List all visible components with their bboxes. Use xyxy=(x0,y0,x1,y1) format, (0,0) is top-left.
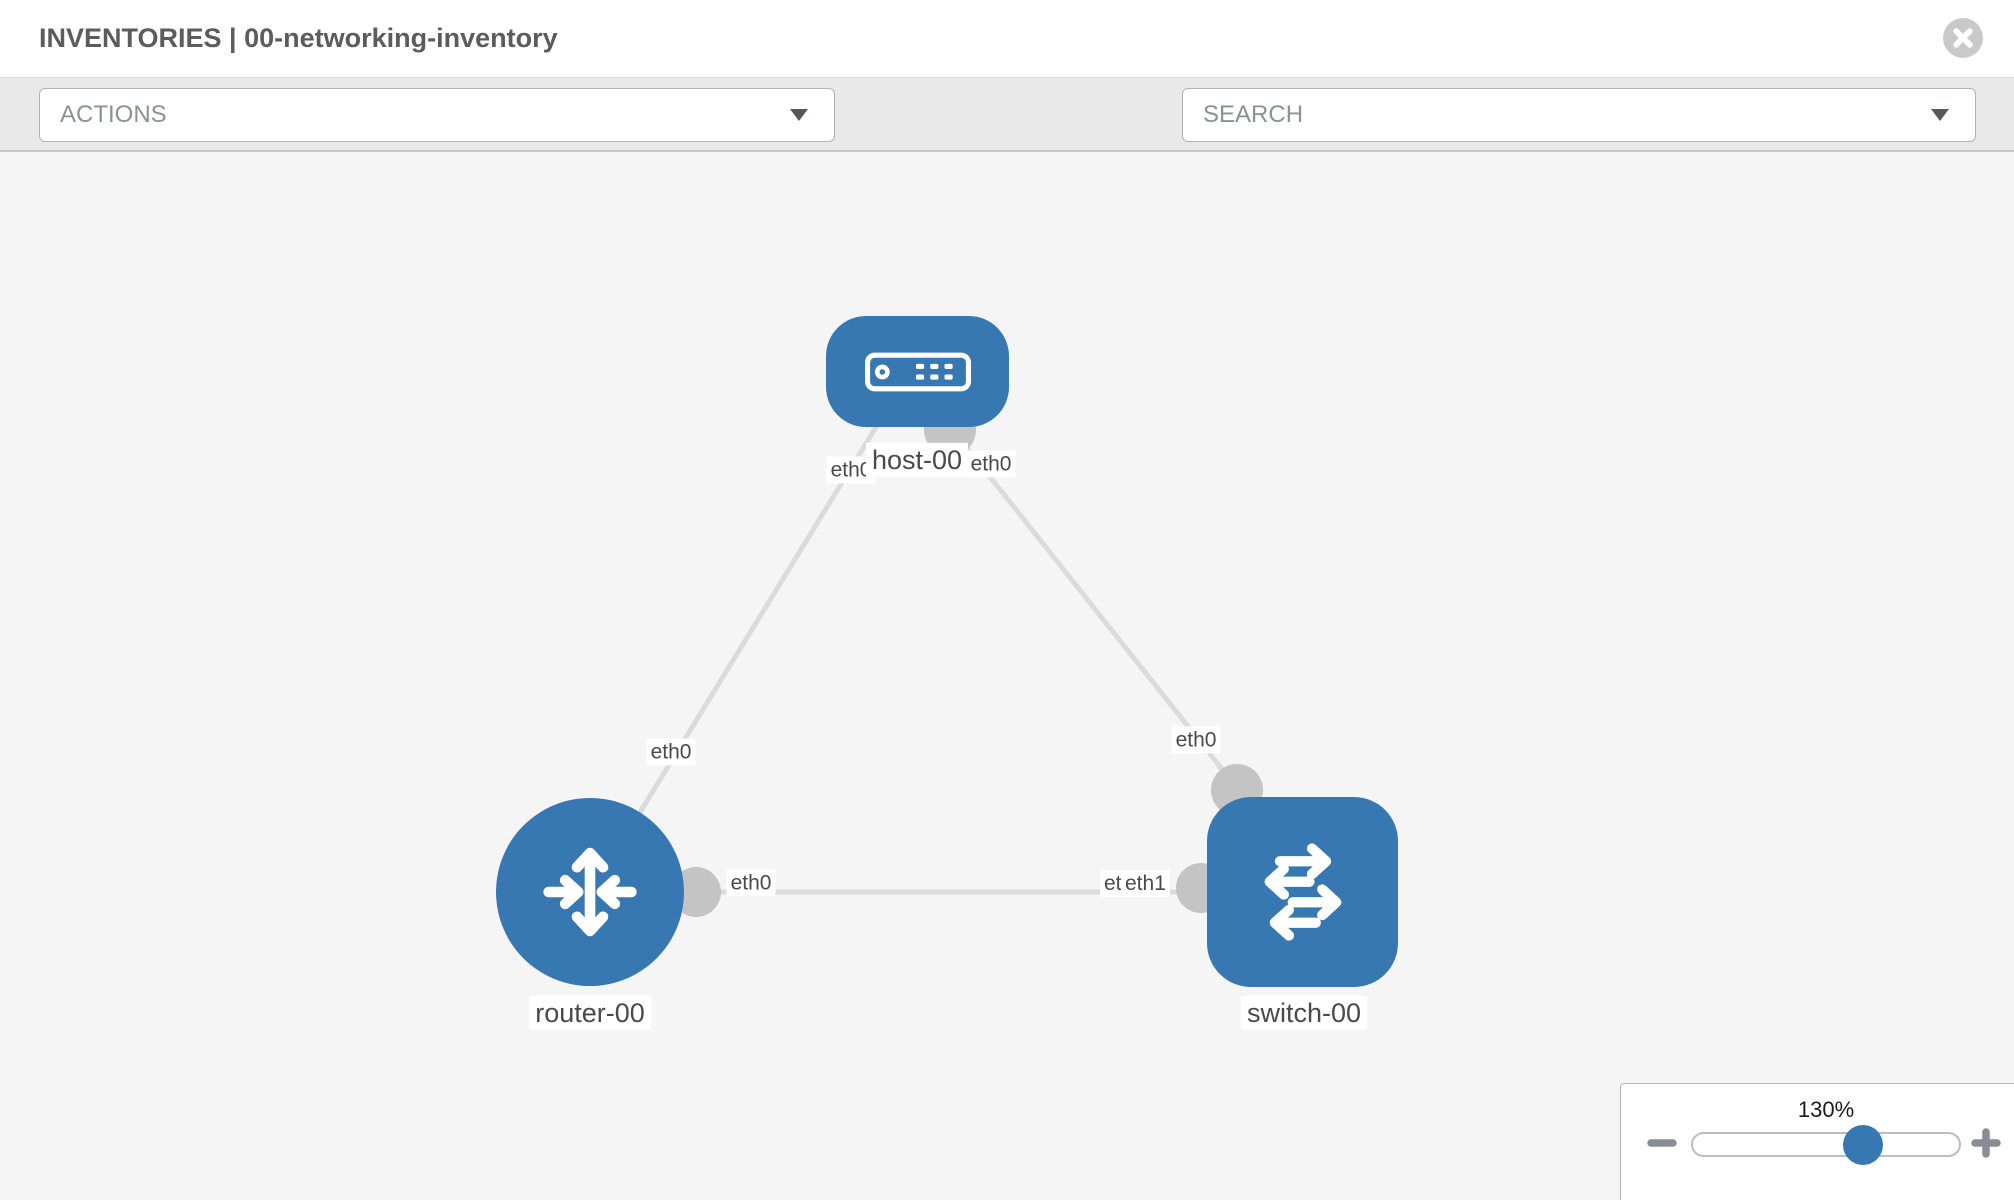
node-label-router-00: router-00 xyxy=(529,995,651,1031)
interface-connector-router-right xyxy=(671,867,721,917)
close-button[interactable] xyxy=(1942,17,1984,59)
router-arrows-icon xyxy=(543,847,637,937)
chevron-down-icon xyxy=(790,109,808,121)
page-title: INVENTORIES | 00-networking-inventory xyxy=(39,23,558,53)
zoom-out-button[interactable] xyxy=(1645,1127,1679,1161)
link-router-host xyxy=(609,412,887,860)
topology-canvas[interactable]: eth0 eth0 eth0 eth0 eth0 eth0 eth1 host-… xyxy=(0,152,2014,1200)
search-dropdown-label: SEARCH xyxy=(1203,101,1304,128)
zoom-level: 130% xyxy=(1797,1097,1855,1122)
search-dropdown[interactable]: SEARCH xyxy=(1182,88,1976,142)
interface-label: eth0 xyxy=(726,869,776,897)
zoom-in-button[interactable] xyxy=(1969,1127,2003,1161)
interface-label: eth0 xyxy=(646,738,696,766)
node-label-host-00: host-00 xyxy=(865,442,969,478)
node-router-00[interactable] xyxy=(496,798,684,986)
minus-icon xyxy=(1647,1138,1677,1147)
zoom-panel: 130% xyxy=(1620,1083,2014,1200)
node-host-00[interactable] xyxy=(826,316,1009,427)
switch-arrows-icon xyxy=(1264,843,1341,941)
zoom-slider[interactable] xyxy=(1691,1124,1961,1165)
node-switch-00[interactable] xyxy=(1207,797,1398,987)
server-icon xyxy=(864,352,971,391)
node-label-switch-00: switch-00 xyxy=(1240,995,1368,1031)
close-icon xyxy=(1943,18,1983,58)
links-layer xyxy=(600,404,1290,917)
plus-icon xyxy=(1971,1127,2001,1158)
interface-label: eth0 xyxy=(966,450,1016,478)
chevron-down-icon xyxy=(1931,109,1949,121)
link-host-switch xyxy=(946,422,1262,819)
actions-dropdown-label: ACTIONS xyxy=(60,101,167,128)
actions-dropdown[interactable]: ACTIONS xyxy=(39,88,835,142)
interface-label: eth0 xyxy=(1171,726,1221,754)
header: INVENTORIES | 00-networking-inventory xyxy=(0,0,2014,77)
zoom-slider-thumb[interactable] xyxy=(1843,1124,1883,1165)
toolbar: ACTIONS SEARCH xyxy=(0,77,2014,206)
interface-label: eth1 xyxy=(1121,870,1170,898)
